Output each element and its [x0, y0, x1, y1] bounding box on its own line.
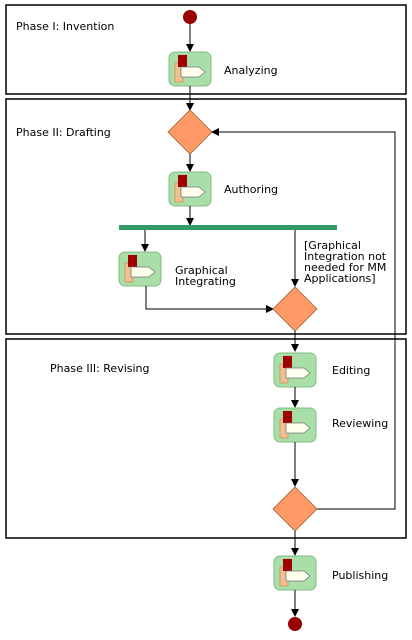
end-node [288, 617, 302, 631]
phase-3-label: Phase III: Revising [50, 362, 150, 375]
phase-3-box [5, 338, 407, 539]
activity-analyzing-label: Analyzing [224, 64, 278, 77]
decision-1 [167, 109, 213, 155]
start-node [183, 10, 197, 24]
guard-line-2: Integration not [304, 250, 387, 263]
activity-publishing-icon [273, 555, 317, 591]
phase-1-box [5, 4, 407, 95]
guard-line-4: Applications] [304, 272, 376, 285]
decision-3 [272, 486, 318, 532]
activity-editing-icon [273, 352, 317, 388]
activity-authoring-label: Authoring [224, 183, 279, 196]
guard-line-1: [Graphical [304, 239, 361, 252]
activity-publishing-label: Publishing [332, 569, 389, 582]
phase-2-label: Phase II: Drafting [16, 126, 111, 139]
decision-2 [272, 286, 318, 332]
fork-bar [119, 225, 337, 230]
activity-graphical-label-1: Graphical [175, 264, 228, 277]
phase-2-box [5, 98, 407, 335]
activity-authoring-icon [168, 171, 212, 207]
activity-reviewing-label: Reviewing [332, 417, 389, 430]
activity-editing-label: Editing [332, 364, 371, 377]
activity-graphical-integrating-icon [118, 251, 162, 287]
activity-analyzing-icon [168, 51, 212, 87]
phase-1-label: Phase I: Invention [16, 20, 115, 33]
activity-graphical-label-2: Integrating [175, 275, 236, 288]
activity-reviewing-icon [273, 407, 317, 443]
guard-line-3: needed for MM [304, 261, 387, 274]
